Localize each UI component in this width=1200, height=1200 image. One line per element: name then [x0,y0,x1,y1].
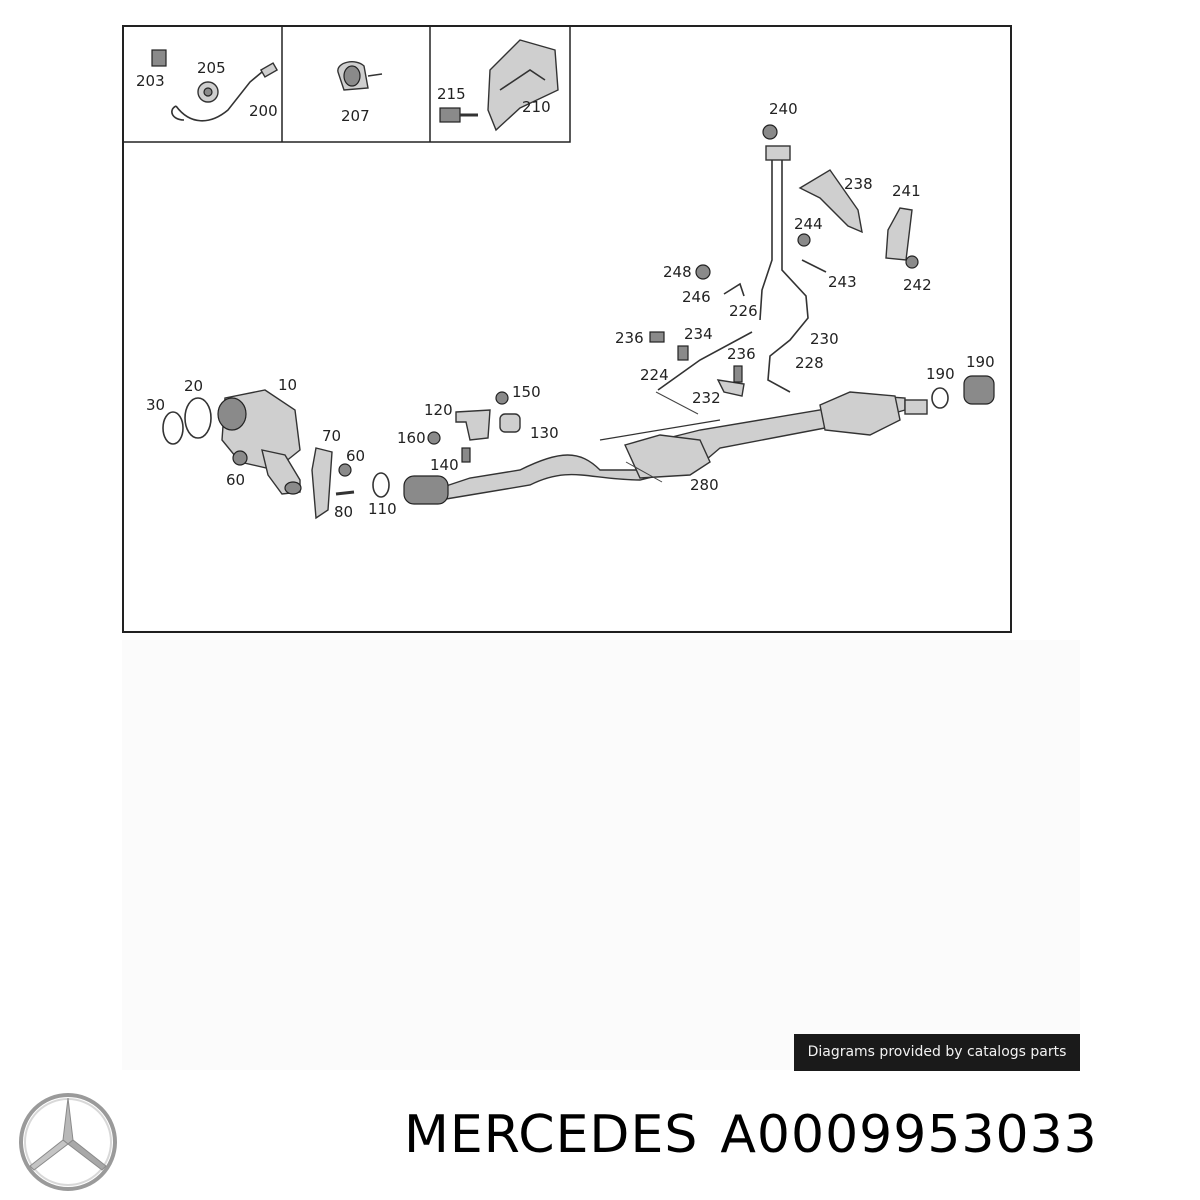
inset-panels [122,25,571,143]
part-label: 30 [146,396,165,414]
part-label: 150 [512,383,541,401]
part-label: 215 [437,85,466,103]
exhaust-pipe-drawing [403,391,928,505]
pipe-hangers-drawing [311,391,521,520]
diagram-credit-banner: Diagrams provided by catalogs parts [794,1034,1080,1071]
pressure-lines-drawing [649,124,919,397]
part-title: MERCEDES A0009953033 [404,1105,1098,1165]
part-number: A0009953033 [720,1105,1098,1165]
mercedes-star-icon [19,1093,117,1191]
part-label: 20 [184,377,203,395]
part-label: 140 [430,456,459,474]
part-label: 80 [334,503,353,521]
part-label: 244 [794,215,823,233]
part-label: 130 [530,424,559,442]
callout-lines [625,391,699,483]
main-label-group: 240 238 241 244 243 242 248 246 226 236 … [146,100,995,521]
part-label: 203 [136,72,165,90]
tailpipe-clamps-drawing [931,375,995,409]
part-label: 210 [522,98,551,116]
rubber-mount-drawing [337,61,383,91]
part-label: 230 [810,330,839,348]
part-label: 224 [640,366,669,384]
part-label: 70 [322,427,341,445]
part-label: 226 [729,302,758,320]
part-label: 243 [828,273,857,291]
part-label: 60 [346,447,365,465]
diagram-frame [122,25,1012,633]
part-label: 60 [226,471,245,489]
part-label: 246 [682,288,711,306]
part-label: 207 [341,107,370,125]
diagram-lower-area [122,640,1080,1070]
part-label: 120 [424,401,453,419]
part-label: 10 [278,376,297,394]
catalytic-converter-drawing [162,389,302,495]
part-label: 190 [926,365,955,383]
part-label: 190 [966,353,995,371]
part-label: 240 [769,100,798,118]
part-label: 241 [892,182,921,200]
part-label: 110 [368,500,397,518]
part-label: 200 [249,102,278,120]
part-label: 236 [615,329,644,347]
part-label: 280 [690,476,719,494]
part-label: 205 [197,59,226,77]
part-label: 248 [663,263,692,281]
oxygen-sensor-drawing [151,49,279,122]
part-label: 234 [684,325,713,343]
mounting-bracket-drawing [439,39,559,132]
part-label: 236 [727,345,756,363]
inset-label-group: 203 205 200 207 215 210 [136,59,551,125]
part-label: 228 [795,354,824,372]
part-label: 238 [844,175,873,193]
part-label: 242 [903,276,932,294]
exhaust-system-diagram: 203 205 200 207 215 210 240 238 241 244 … [122,25,995,521]
part-label: 160 [397,429,426,447]
part-label: 232 [692,389,721,407]
brand-name: MERCEDES [404,1105,699,1165]
